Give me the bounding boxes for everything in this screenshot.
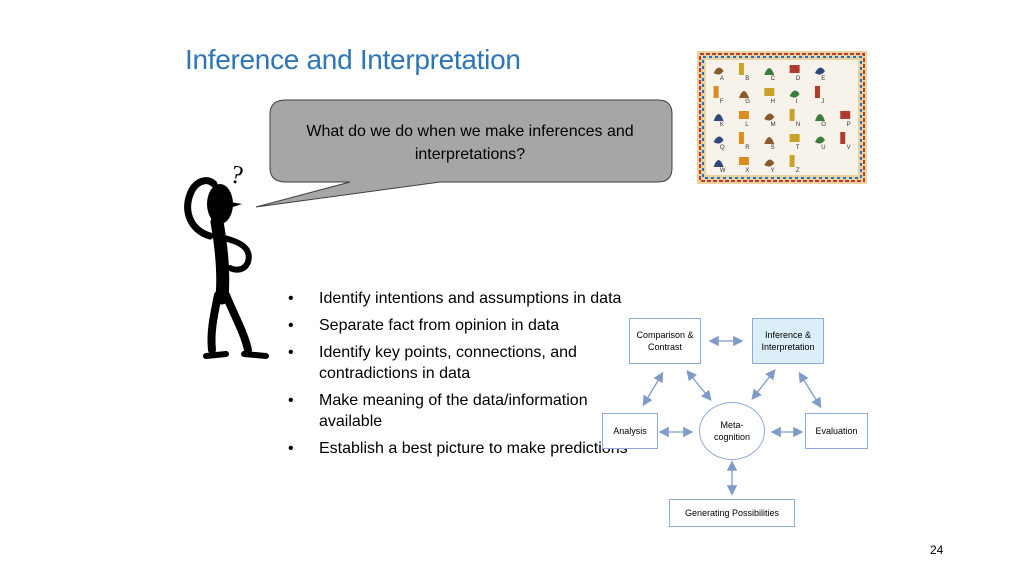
hieroglyph-letter: S <box>771 145 775 151</box>
hieroglyph-letter: Y <box>771 168 775 174</box>
bullet-dot: • <box>288 290 294 307</box>
hieroglyph-letter: K <box>720 122 724 128</box>
slide-title: Inference and Interpretation <box>185 44 521 75</box>
hieroglyph-letter: D <box>796 76 801 82</box>
bullet-item: •Identify key points, connections, and c… <box>288 344 577 382</box>
hieroglyph-glyph <box>713 160 724 167</box>
hieroglyph-letter: P <box>847 122 851 128</box>
bullet-item: •Separate fact from opinion in data <box>288 317 560 334</box>
bullet-dot: • <box>288 440 294 457</box>
hieroglyph-glyph <box>814 114 825 121</box>
bubble-text: What do we do when we make inferences an… <box>306 123 634 163</box>
hieroglyph-glyph <box>713 67 724 75</box>
hieroglyph-glyph <box>789 134 800 142</box>
hieroglyph-letter: Z <box>796 168 800 174</box>
bullet-dot: • <box>288 317 294 334</box>
hieroglyph-glyph <box>789 90 800 98</box>
hieroglyph-letter: L <box>745 122 749 128</box>
bullet-item: •Make meaning of the data/information av… <box>288 392 588 430</box>
hieroglyph-glyph <box>764 113 775 121</box>
diagram-arrows <box>642 335 822 496</box>
node-analysis: Analysis <box>602 413 658 449</box>
hieroglyph-alphabet-image: A B C D E F G H I J K L M N O P Q R S T U V W X Y Z <box>697 51 867 184</box>
hieroglyph-letter: C <box>771 76 776 82</box>
hieroglyph-glyph <box>738 157 749 165</box>
hieroglyph-glyph <box>814 67 825 75</box>
hieroglyph-letter: B <box>745 76 749 82</box>
hieroglyph-letter: X <box>745 168 749 174</box>
node-evaluation: Evaluation <box>805 413 868 449</box>
hieroglyph-glyph <box>764 137 775 144</box>
hieroglyph-letter: T <box>796 145 800 151</box>
hieroglyph-letter: F <box>720 99 724 105</box>
page-number: 24 <box>930 543 944 557</box>
node-generating-possibilities: Generating Possibilities <box>669 499 795 527</box>
bullet-list: •Identify intentions and assumptions in … <box>288 288 628 465</box>
hieroglyph-letter: W <box>720 168 726 174</box>
node-comparison-contrast: Comparison & Contrast <box>629 318 701 364</box>
hieroglyph-glyph <box>738 111 749 119</box>
node-inference-interpretation: Inference & Interpretation <box>752 318 824 364</box>
hieroglyph-glyph <box>713 136 724 144</box>
hieroglyph-glyph <box>789 155 795 167</box>
hieroglyph-glyph <box>789 109 795 121</box>
hieroglyph-glyph <box>713 86 719 98</box>
hieroglyph-glyph <box>713 114 724 121</box>
hieroglyph-letter: I <box>796 99 798 105</box>
bullet-dot: • <box>288 344 294 361</box>
hieroglyph-glyph <box>840 132 846 144</box>
hieroglyph-glyph <box>840 111 851 119</box>
bullet-dot: • <box>288 392 294 409</box>
hieroglyph-letter: N <box>796 122 800 128</box>
bullet-item: •Identify intentions and assumptions in … <box>288 290 622 307</box>
hieroglyph-glyph <box>738 63 744 75</box>
hieroglyph-letter: O <box>821 122 826 128</box>
thinking-skills-diagram: Comparison & Contrast Inference & Interp… <box>600 316 870 531</box>
hieroglyph-glyph <box>789 65 800 73</box>
hieroglyph-letter: M <box>771 122 776 128</box>
hieroglyph-letter: R <box>745 145 750 151</box>
hieroglyph-letter: Q <box>720 145 725 151</box>
hieroglyph-letter: E <box>821 76 825 82</box>
hieroglyph-glyph <box>738 132 744 144</box>
hieroglyph-letter: J <box>821 99 824 105</box>
thinking-figure-icon: ? <box>184 159 269 359</box>
hieroglyph-glyph <box>764 159 775 167</box>
hieroglyph-glyph <box>764 88 775 96</box>
hieroglyph-glyph <box>764 68 775 75</box>
hieroglyph-letter: H <box>771 99 775 105</box>
hieroglyph-letter: G <box>745 99 750 105</box>
bullet-item: •Establish a best picture to make predic… <box>288 440 628 457</box>
node-metacognition: Meta-cognition <box>699 402 765 460</box>
hieroglyph-letter: V <box>847 145 851 151</box>
hieroglyph-letter: A <box>720 76 724 82</box>
hieroglyph-glyph <box>738 91 749 98</box>
hieroglyph-glyph <box>814 136 825 144</box>
question-mark-icon: ? <box>229 159 246 190</box>
hieroglyph-glyph <box>814 86 820 98</box>
hieroglyph-letter: U <box>821 145 825 151</box>
